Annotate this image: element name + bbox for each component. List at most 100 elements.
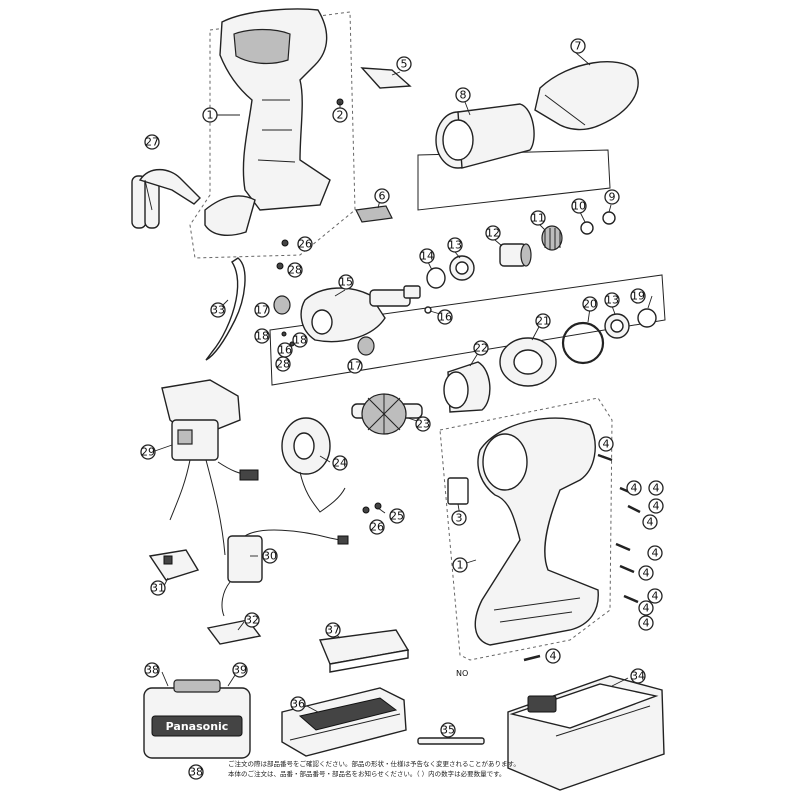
svg-text:37: 37	[326, 624, 340, 637]
battery-cover-part-37	[319, 629, 410, 673]
callout-c1b: 1	[452, 557, 468, 573]
svg-text:22: 22	[474, 342, 488, 355]
svg-text:29: 29	[141, 446, 155, 459]
svg-text:4: 4	[652, 547, 659, 560]
svg-text:4: 4	[631, 482, 638, 495]
callout-c37: 37	[325, 622, 341, 638]
callout-c18b: 18	[292, 332, 308, 348]
callout-c12: 12	[485, 225, 501, 241]
svg-text:1: 1	[207, 109, 214, 122]
callout-c4k: 4	[648, 498, 664, 514]
svg-text:28: 28	[288, 264, 302, 277]
svg-text:14: 14	[420, 250, 434, 263]
svg-text:17: 17	[255, 304, 269, 317]
callout-c25: 25	[389, 508, 405, 524]
svg-text:19: 19	[631, 290, 645, 303]
callout-c4d: 4	[642, 514, 658, 530]
washer-part-19	[637, 308, 657, 328]
housing-right-group-outline	[439, 397, 613, 661]
belt-hook-part	[131, 168, 201, 229]
callout-c30: 30	[262, 548, 278, 564]
svg-text:18: 18	[255, 330, 269, 343]
svg-text:31: 31	[151, 582, 165, 595]
svg-text:11: 11	[531, 212, 545, 225]
battery-pack-part-36	[281, 687, 407, 757]
housing-left-part	[204, 8, 331, 237]
callout-c27: 27	[144, 134, 160, 150]
brand-label: Panasonic	[166, 720, 229, 733]
switch-assembly-part-29	[161, 379, 259, 556]
callout-c20: 20	[582, 296, 598, 312]
no-label: NO	[456, 669, 468, 678]
callout-c13a: 13	[447, 237, 463, 253]
svg-text:4: 4	[653, 482, 660, 495]
callout-c4j: 4	[545, 648, 561, 664]
svg-text:38: 38	[145, 664, 159, 677]
switch-plate-part	[360, 67, 412, 89]
callout-c14: 14	[419, 248, 435, 264]
svg-text:12: 12	[486, 227, 500, 240]
callout-c16b: 16	[277, 342, 293, 358]
svg-text:28: 28	[276, 358, 290, 371]
svg-text:4: 4	[550, 650, 557, 663]
svg-text:38: 38	[189, 766, 203, 779]
callout-c38a: 38	[144, 662, 160, 678]
svg-text:39: 39	[233, 664, 247, 677]
callout-c28a: 28	[287, 262, 303, 278]
carrying-case-part-38: Panasonic	[143, 679, 251, 759]
svg-text:4: 4	[603, 438, 610, 451]
screw-part-25a	[362, 506, 370, 514]
callout-c4g: 4	[647, 588, 663, 604]
callout-c34: 34	[630, 668, 646, 684]
svg-text:4: 4	[643, 567, 650, 580]
hammer-assembly-part	[300, 285, 421, 343]
callout-c35: 35	[440, 722, 456, 738]
callout-c33: 33	[210, 302, 226, 318]
callout-c8: 8	[455, 87, 471, 103]
svg-text:30: 30	[263, 550, 277, 563]
callout-c26a: 26	[297, 236, 313, 252]
callout-c29: 29	[140, 444, 156, 460]
svg-text:13: 13	[448, 239, 462, 252]
svg-text:5: 5	[401, 58, 408, 71]
controller-part-30	[221, 529, 349, 617]
spring-part-11	[541, 225, 563, 251]
svg-text:33: 33	[211, 304, 225, 317]
footnote-line-1: ご注文の際は部品番号をご確認ください。部品の形状・仕様は予告なく変更されることが…	[228, 759, 520, 768]
cam-part-12	[499, 243, 532, 267]
callout-c5: 5	[396, 56, 412, 72]
callout-c6: 6	[374, 188, 390, 204]
svg-text:23: 23	[416, 418, 430, 431]
callout-c4h: 4	[638, 600, 654, 616]
callout-c28b: 28	[275, 356, 291, 372]
brush-holder-part-24	[281, 417, 346, 513]
bearing-part-13a	[449, 255, 475, 281]
ring-part-10	[580, 221, 594, 235]
callout-c22: 22	[473, 340, 489, 356]
svg-text:15: 15	[339, 276, 353, 289]
svg-text:7: 7	[575, 40, 582, 53]
internal-gear-part-22	[443, 361, 491, 413]
svg-text:4: 4	[647, 516, 654, 529]
callout-c36: 36	[290, 696, 306, 712]
housing-left-group-outline	[189, 11, 356, 259]
bumper-part	[435, 103, 535, 169]
svg-text:4: 4	[653, 500, 660, 513]
svg-text:16: 16	[278, 344, 292, 357]
callout-c39: 39	[232, 662, 248, 678]
callout-c4e: 4	[647, 545, 663, 561]
charger-part-34	[507, 675, 665, 791]
ball-part-17a	[273, 295, 291, 315]
callout-c10: 10	[571, 198, 587, 214]
svg-text:16: 16	[438, 311, 452, 324]
gearbox-group-outline	[269, 274, 666, 386]
callout-c1a: 1	[202, 107, 218, 123]
pin-part-18a	[281, 331, 287, 337]
screw-part-26	[281, 239, 289, 247]
callout-c17b: 17	[347, 358, 363, 374]
svg-text:4: 4	[652, 590, 659, 603]
svg-text:20: 20	[583, 298, 597, 311]
svg-text:10: 10	[572, 200, 586, 213]
callout-c9: 9	[604, 189, 620, 205]
